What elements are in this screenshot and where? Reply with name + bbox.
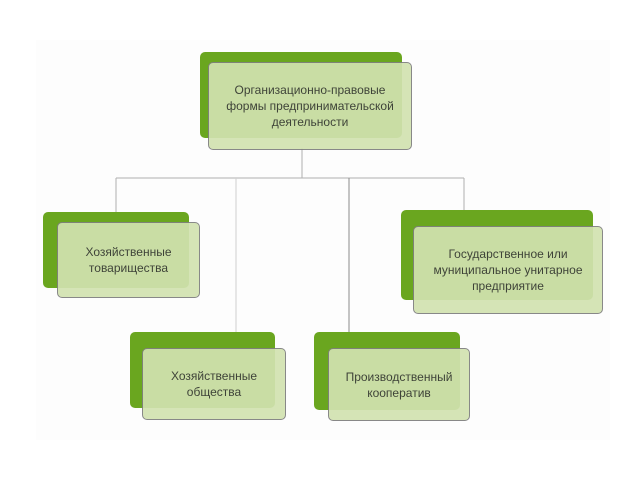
root-node-label: Организационно-правовые формы предприним… [226,83,394,129]
node-companies-label: Хозяйственные общества [170,369,258,399]
root-node: Организационно-правовые формы предприним… [200,52,412,150]
node-unitary-box: Государственное или муниципальное унитар… [413,226,603,314]
node-partnerships: Хозяйственные товарищества [43,212,200,298]
node-cooperative-label: Производственный кооператив [345,369,453,400]
node-cooperative: Производственный кооператив [314,332,470,421]
node-companies-box: Хозяйственные общества [142,348,286,420]
node-unitary-label: Государственное или муниципальное унитар… [433,247,583,293]
root-node-box: Организационно-правовые формы предприним… [208,62,412,150]
node-cooperative-box: Производственный кооператив [328,348,470,421]
node-companies: Хозяйственные общества [130,332,286,420]
node-partnerships-box: Хозяйственные товарищества [57,222,200,298]
node-unitary: Государственное или муниципальное унитар… [401,210,603,314]
node-partnerships-label: Хозяйственные товарищества [85,245,172,275]
